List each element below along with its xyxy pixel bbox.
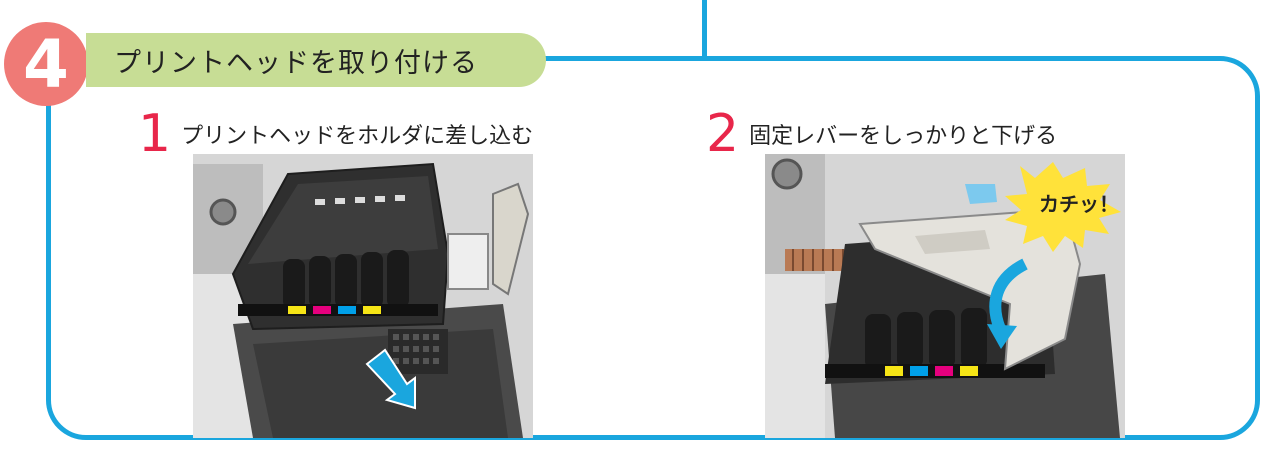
step-number-badge: 4 bbox=[4, 22, 88, 106]
section-title: プリントヘッドを取り付ける bbox=[86, 33, 546, 87]
photo-insert-print-head bbox=[193, 154, 533, 438]
instruction-panel bbox=[46, 56, 1260, 440]
substep-1-number: 1 bbox=[138, 104, 172, 164]
substep-2-text: 固定レバーをしっかりと下げる bbox=[749, 124, 1058, 149]
connector-line bbox=[702, 0, 707, 60]
substep-2: 2 固定レバーをしっかりと下げる bbox=[706, 108, 1057, 160]
substep-1-text: プリントヘッドをホルダに差し込む bbox=[181, 124, 534, 149]
photo-lower-lever: カチッ！ bbox=[765, 154, 1125, 438]
callout-text: カチッ！ bbox=[1039, 192, 1119, 216]
burst-shape bbox=[1005, 162, 1121, 252]
section-title-text: プリントヘッドを取り付ける bbox=[114, 47, 478, 79]
substep-1: 1 プリントヘッドをホルダに差し込む bbox=[138, 108, 533, 160]
substep-2-number: 2 bbox=[706, 104, 740, 164]
